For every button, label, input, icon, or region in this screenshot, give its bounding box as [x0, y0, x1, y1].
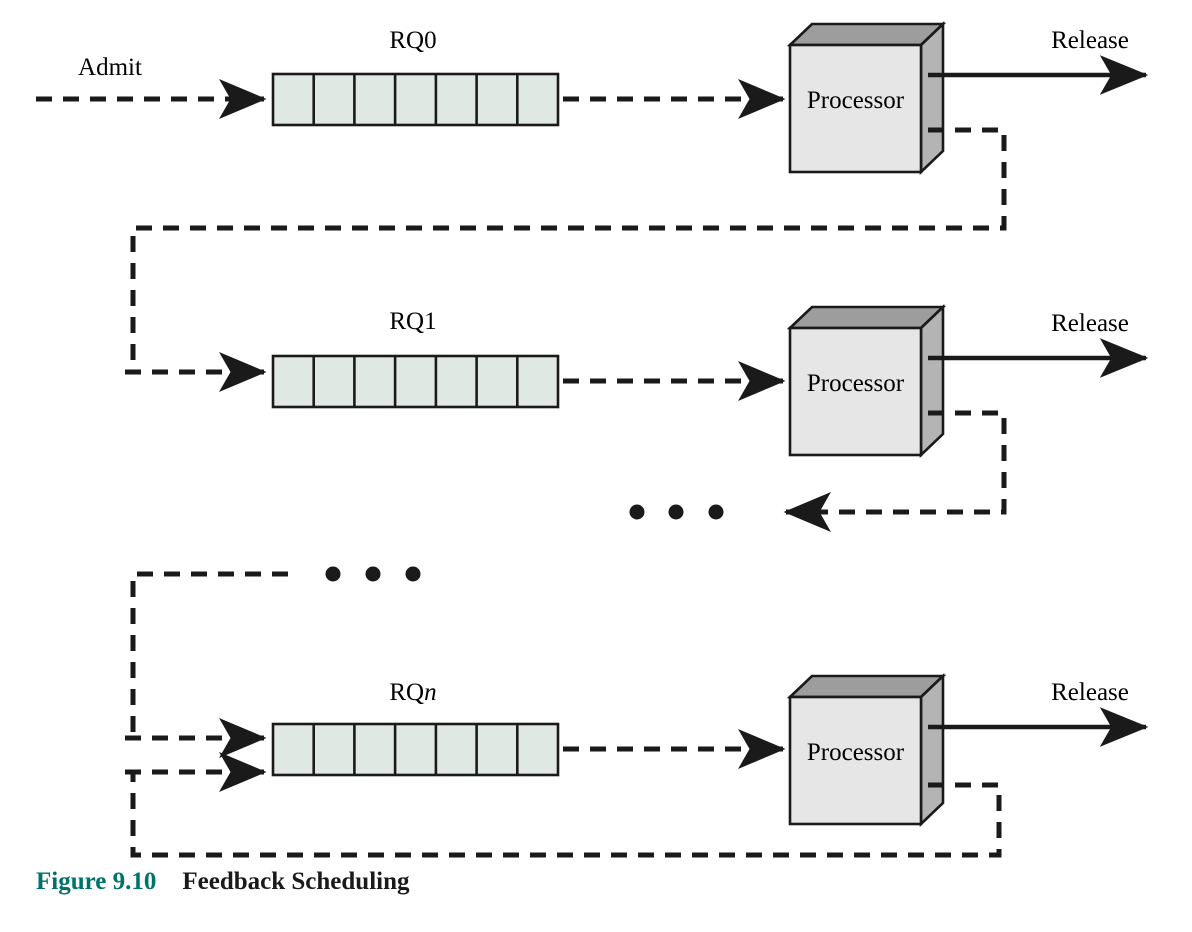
admit-label: Admit — [78, 54, 142, 81]
ellipsis-dot — [708, 504, 724, 520]
processor-box-n: Processor — [786, 672, 947, 828]
feedback-path-1 — [800, 410, 1007, 515]
processor-box-1: Processor — [786, 303, 947, 459]
ellipsis-dot — [405, 566, 421, 582]
row-0-group: RQ0 Processor Release — [36, 20, 1149, 392]
queue-label-rqn: RQn — [389, 679, 436, 706]
processor-box-0: Processor — [786, 20, 947, 176]
feedback-path-0 — [130, 127, 1007, 372]
row-1-group: RQ1 Processor Release — [271, 303, 1149, 532]
ellipsis-continuation-path — [130, 571, 288, 738]
row-n-group: RQn Processor Release — [125, 672, 1149, 858]
figure-number: Figure 9.10 — [36, 868, 157, 895]
processor-label-1: Processor — [807, 370, 905, 397]
ellipsis-upper — [629, 504, 724, 520]
release-label-n: Release — [1051, 679, 1129, 706]
release-label-0: Release — [1051, 27, 1129, 54]
feedback-path-n — [130, 772, 1002, 858]
ellipsis-dot — [325, 566, 341, 582]
ellipsis-dot — [668, 504, 684, 520]
ellipsis-dot — [365, 566, 381, 582]
figure-caption: Figure 9.10 Feedback Scheduling — [36, 868, 410, 896]
queue-label-rq1: RQ1 — [389, 308, 436, 335]
queue-rq1 — [271, 354, 560, 409]
processor-label-0: Processor — [807, 87, 905, 114]
ellipsis-dot — [629, 504, 645, 520]
ellipsis-lower-group — [130, 566, 421, 738]
release-label-1: Release — [1051, 310, 1129, 337]
queue-rq0 — [271, 72, 560, 127]
queue-label-rq0: RQ0 — [389, 27, 436, 54]
figure-title: Feedback Scheduling — [182, 868, 410, 895]
processor-label-n: Processor — [807, 739, 905, 766]
queue-rqn — [271, 722, 560, 777]
